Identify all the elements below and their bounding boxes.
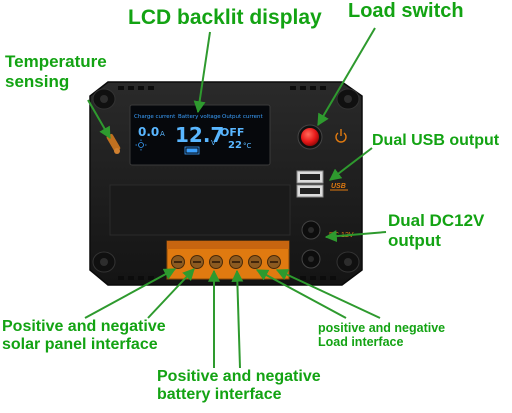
label-temperature-sensing: Temperature sensing — [5, 52, 107, 91]
sun-icon — [135, 139, 147, 151]
lcd-output-state: OFF — [220, 126, 244, 139]
label-solar-panel-interface: Positive and negative solar panel interf… — [2, 318, 166, 355]
label-solar-line2: solar panel interface — [2, 336, 158, 354]
label-load-line1: positive and negative — [318, 321, 446, 335]
arrow-load-1 — [255, 269, 347, 319]
arrow-solar-2 — [147, 268, 195, 319]
arrow-usb — [329, 147, 373, 181]
label-temperature-line1: Temperature — [5, 52, 107, 71]
usb-badge: USB — [331, 183, 346, 190]
label-solar-line1: Positive and negative — [2, 318, 166, 335]
lcd-output-current-label: Output current — [222, 114, 264, 120]
label-dual-usb-output: Dual USB output — [372, 132, 500, 149]
arrow-lcd — [193, 31, 211, 114]
lcd-charge-current-unit: A — [160, 130, 165, 138]
dc-jack-1[interactable] — [301, 220, 321, 240]
battery-icon — [184, 146, 200, 155]
load-switch-button[interactable] — [297, 124, 323, 150]
label-battery-interface: Positive and negative battery interface — [157, 368, 321, 405]
terminal-screws — [171, 255, 281, 269]
lcd-battery-voltage-label: Battery voltage — [178, 114, 221, 120]
arrow-temperature — [87, 99, 111, 140]
arrow-load-switch — [317, 27, 376, 127]
arrow-battery-2 — [231, 269, 244, 369]
lcd-temperature-unit: °C — [243, 142, 252, 150]
label-temperature-line2: sensing — [5, 71, 70, 91]
label-battery-line1: Positive and negative — [157, 368, 321, 385]
label-battery-line2: battery interface — [157, 386, 282, 404]
power-icon — [335, 129, 347, 143]
bottom-vents — [118, 276, 336, 280]
usb-port-2[interactable] — [296, 184, 324, 198]
usb-port-1[interactable] — [296, 170, 324, 184]
lcd-temperature-value: 22 — [228, 140, 242, 151]
label-dual-dc12v-output: Dual DC12V output — [388, 211, 484, 250]
lcd-battery-voltage-unit: V — [211, 139, 216, 147]
arrow-load-2 — [275, 269, 381, 319]
label-lcd-backlit-display: LCD backlit display — [128, 6, 322, 29]
lcd-charge-current-value: 0.0 — [138, 125, 159, 139]
label-dual-dc-line2: output — [388, 230, 441, 250]
lcd-charge-current-label: Charge current — [134, 114, 176, 120]
lcd-battery-voltage-value: 12.7 — [175, 123, 224, 147]
label-load-interface: positive and negative Load interface — [318, 321, 445, 350]
arrow-solar-1 — [84, 268, 177, 319]
leader-arrows — [84, 27, 387, 369]
arrow-dc — [324, 230, 387, 243]
lcd-display: Charge current Battery voltage Output cu… — [129, 104, 271, 166]
dc-jack-2[interactable] — [301, 249, 321, 269]
label-load-switch: Load switch — [348, 0, 464, 22]
label-load-line2: Load interface — [318, 335, 404, 350]
label-dual-dc-line1: Dual DC12V — [388, 211, 485, 230]
usb-icon: USB — [330, 183, 348, 191]
top-vents — [118, 86, 326, 90]
